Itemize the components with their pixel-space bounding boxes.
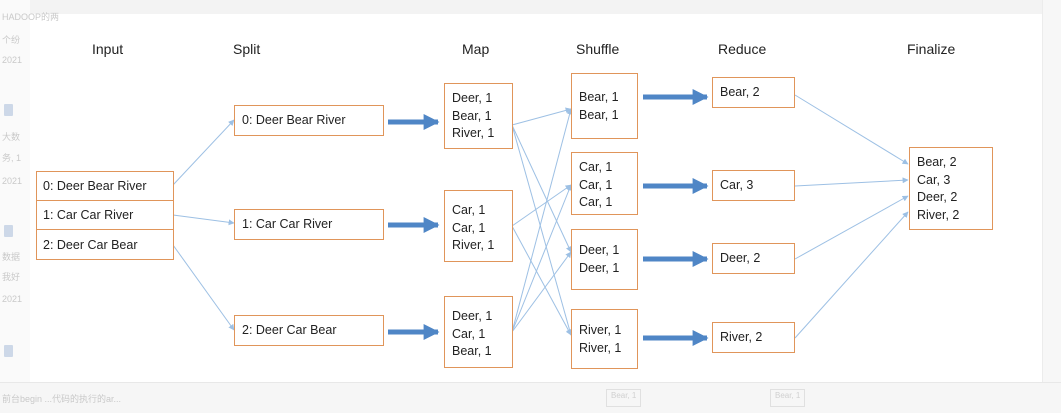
connector-map2-deer: [511, 251, 572, 333]
shuffle-box-deer: Deer, 1 Deer, 1: [571, 229, 638, 290]
background-text: 我好: [2, 272, 21, 282]
split-box-0: 0: Deer Bear River: [234, 105, 384, 136]
shuffle-pair: River, 1: [579, 323, 622, 337]
background-text: 前台begin ...代码的执行的ar...: [2, 394, 122, 404]
connector-map0-river: [511, 124, 573, 336]
connector-input-split-0: [172, 119, 235, 186]
connector-map2-bear: [511, 108, 573, 333]
background-text: 数据: [2, 252, 21, 262]
reduce-result: Bear, 2: [720, 84, 760, 99]
map-box-0: Deer, 1 Bear, 1 River, 1: [444, 83, 513, 149]
title-input: Input: [92, 41, 124, 57]
reduce-result: Car, 3: [720, 177, 754, 192]
connector-map0-deer: [511, 124, 572, 253]
map-pair: River, 1: [452, 238, 495, 252]
background-bottom-item: Bear, 1: [770, 389, 806, 407]
shuffle-pair: River, 1: [579, 340, 622, 355]
shuffle-pair: Bear, 1: [579, 107, 619, 122]
input-box: 0: Deer Bear River 1: Car Car River 2: D…: [36, 171, 174, 260]
shuffle-pair: Car, 1: [579, 195, 613, 209]
background-text: HADOOP的两: [2, 12, 60, 22]
map-box-2: Deer, 1 Car, 1 Bear, 1: [444, 296, 513, 368]
map-pair: Car, 1: [452, 326, 486, 341]
reduce-box-river: River, 2: [712, 322, 795, 353]
connector-map0-bear: [511, 107, 572, 126]
split-record-2: 2: Deer Car Bear: [242, 322, 337, 337]
map-box-1: Car, 1 Car, 1 River, 1: [444, 190, 513, 262]
map-pair: Bear, 1: [452, 344, 492, 358]
connector-reduce-finalize-0: [794, 94, 909, 165]
shuffle-box-bear: Bear, 1 Bear, 1: [571, 73, 638, 139]
connector-input-split-1: [172, 214, 235, 226]
title-map: Map: [462, 41, 490, 57]
reduce-result: Deer, 2: [720, 250, 761, 265]
shuffle-pair: Deer, 1: [579, 260, 620, 275]
title-shuffle: Shuffle: [576, 41, 620, 57]
map-pair: River, 1: [452, 126, 495, 140]
final-count: River, 2: [917, 207, 960, 222]
background-text: 大数: [2, 132, 21, 142]
background-bottom-strip: [0, 382, 1061, 413]
connector-reduce-finalize-2: [794, 195, 909, 260]
final-count: Car, 3: [917, 172, 951, 187]
background-bottom-item: Bear, 1: [606, 389, 642, 407]
background-scrollbar[interactable]: [1042, 0, 1061, 413]
split-box-1: 1: Car Car River: [234, 209, 384, 240]
connector-input-split-2: [172, 244, 235, 331]
map-pair: Deer, 1: [452, 91, 493, 105]
shuffle-pair: Car, 1: [579, 160, 613, 174]
input-record-2: 2: Deer Car Bear: [43, 237, 138, 252]
document-icon: [4, 104, 13, 116]
background-left-panel: [0, 0, 30, 413]
input-record-0: 0: Deer Bear River: [37, 172, 173, 201]
connector-reduce-finalize-1: [794, 177, 909, 187]
map-pair: Deer, 1: [452, 309, 493, 323]
background-text: 个纷: [2, 35, 21, 45]
connector-map2-car: [511, 184, 572, 333]
finalize-box: Bear, 2 Car, 3 Deer, 2 River, 2: [909, 147, 993, 230]
shuffle-pair: Deer, 1: [579, 243, 620, 257]
split-record-0: 0: Deer Bear River: [242, 112, 346, 127]
document-icon: [4, 345, 13, 357]
shuffle-box-river: River, 1 River, 1: [571, 309, 638, 369]
title-reduce: Reduce: [718, 41, 767, 57]
reduce-box-car: Car, 3: [712, 170, 795, 201]
connector-map1-car: [511, 184, 572, 227]
connector-reduce-finalize-3: [794, 211, 909, 339]
shuffle-box-car: Car, 1 Car, 1 Car, 1: [571, 152, 638, 215]
shuffle-pair: Bear, 1: [579, 90, 619, 104]
input-record-1: 1: Car Car River: [37, 201, 173, 230]
connector-map1-river: [511, 225, 572, 336]
background-text: 2021: [2, 55, 23, 65]
final-count: Deer, 2: [917, 190, 958, 204]
title-finalize: Finalize: [907, 41, 956, 57]
title-split: Split: [233, 41, 261, 57]
map-pair: Bear, 1: [452, 108, 492, 123]
map-pair: Car, 1: [452, 220, 486, 235]
split-box-2: 2: Deer Car Bear: [234, 315, 384, 346]
background-text: 务, 1: [2, 153, 22, 163]
reduce-box-deer: Deer, 2: [712, 243, 795, 274]
reduce-box-bear: Bear, 2: [712, 77, 795, 108]
reduce-result: River, 2: [720, 329, 763, 344]
background-text: 2021: [2, 176, 23, 186]
background-text: 2021: [2, 294, 23, 304]
final-count: Bear, 2: [917, 155, 957, 169]
shuffle-pair: Car, 1: [579, 177, 613, 192]
document-icon: [4, 225, 13, 237]
map-pair: Car, 1: [452, 203, 486, 217]
background-top-strip: [0, 0, 1061, 14]
split-record-1: 1: Car Car River: [242, 216, 333, 231]
